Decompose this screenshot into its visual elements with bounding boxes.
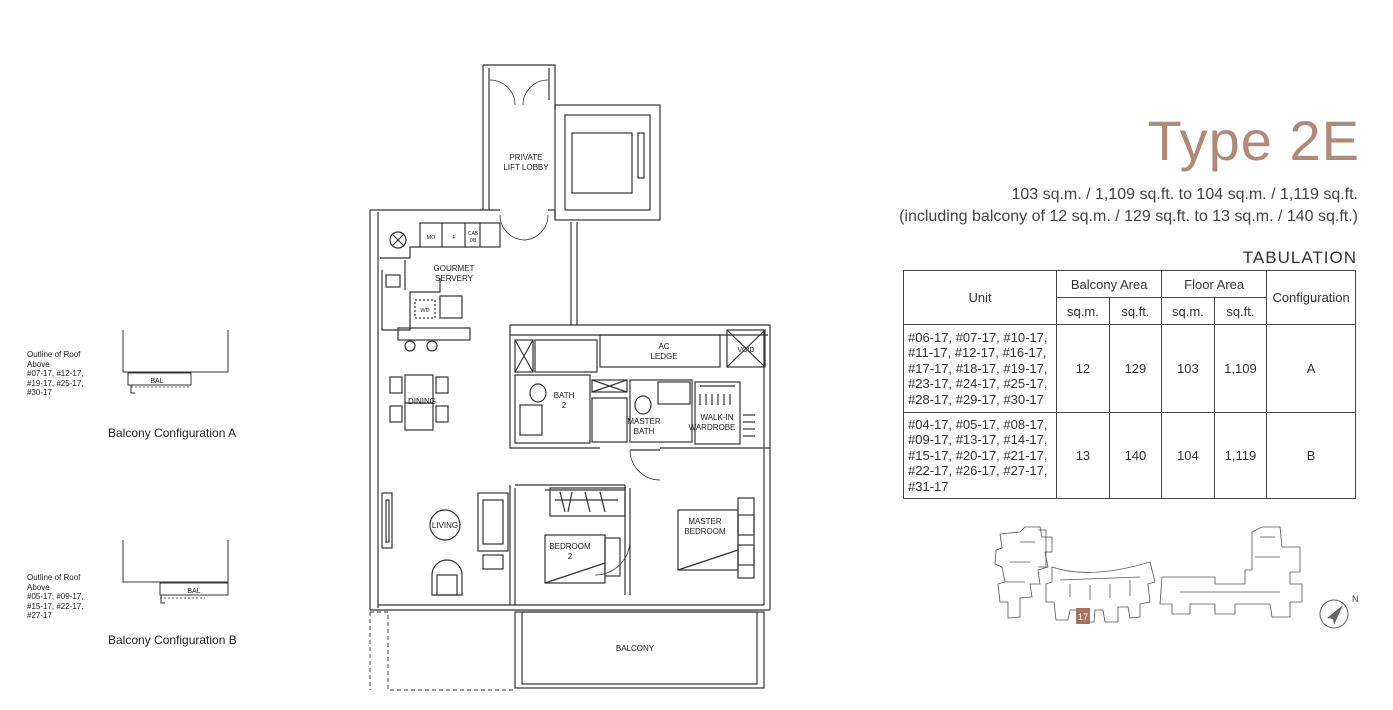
compass-icon [1319,599,1349,629]
master-bedroom-label: BEDROOM [684,527,726,536]
wd-label: WD [420,308,429,314]
bal-label: BAL [150,378,163,385]
outline-text: #27-17 [27,611,52,620]
gourmet-servery-label: SERVERY [435,274,474,283]
bath2-label: BATH [554,391,575,400]
balcony-label: BALCONY [616,644,655,653]
floor-plan: PRIVATE LIFT LOBBY MO F CAB DB GOURMET S… [369,64,771,691]
unit-type-title: Type 2E [1147,109,1360,172]
master-bath-label: BATH [634,427,655,436]
bedroom2-label: 2 [568,552,573,561]
key-plan: 17 N [994,526,1359,629]
col-header-unit: Unit [902,270,1058,325]
bal-label: BAL [187,588,200,595]
floor-sqft-cell: 1,119 [1213,412,1268,499]
outline-text: #15-17, #22-17, [27,601,84,611]
config-a-sketch: BAL [122,330,229,394]
lift-lobby-label: PRIVATE [509,153,542,162]
col-header-floor-sqm: sq.m. [1161,297,1215,325]
balcony-sqm-cell: 13 [1056,412,1110,499]
unit-marker: 17 [1078,612,1088,622]
bath2-label: 2 [562,401,567,410]
col-header-balcony-sqm: sq.m. [1056,297,1110,325]
config-cell: B [1266,412,1356,499]
balcony-sqm-cell: 12 [1056,324,1110,413]
lift-lobby-label: LIFT LOBBY [503,163,549,172]
void-label: VOID [737,347,754,354]
units-cell: #04-17, #05-17, #08-17, #09-17, #13-17, … [902,412,1058,499]
master-bath-label: MASTER [627,417,661,426]
col-header-balcony-area: Balcony Area [1056,270,1163,298]
config-a-caption: Balcony Configuration A [108,426,237,440]
config-b-caption: Balcony Configuration B [108,633,237,647]
mo-label: MO [427,235,437,241]
balcony-area-text: (including balcony of 12 sq.m. / 129 sq.… [899,208,1358,225]
north-label: N [1352,594,1359,604]
f-label: F [452,235,456,241]
ac-ledge-label: LEDGE [650,352,677,361]
master-bedroom-label: MASTER [688,517,722,526]
config-a-outline-note: Outline of Roof Above #07-17, #12-17, #1… [27,350,84,398]
table-row: #06-17, #07-17, #10-17, #11-17, #12-17, … [902,324,1356,413]
gourmet-servery-label: GOURMET [434,264,475,273]
outline-text: Outline of Roof [27,573,81,582]
bedroom2-label: BEDROOM [549,542,591,551]
col-header-floor-area: Floor Area [1161,270,1268,298]
floor-sqm-cell: 104 [1161,412,1215,499]
outline-text: #19-17, #25-17, [27,378,84,388]
col-header-floor-sqft: sq.ft. [1213,297,1268,325]
db-label: DB [470,238,478,244]
outline-text: Above [27,582,50,592]
ac-ledge-label: AC [658,342,669,351]
cab-label: CAB [468,231,479,237]
living-label: LIVING [432,521,458,530]
floor-sqm-cell: 103 [1161,324,1215,413]
unit-highlight [1076,608,1090,624]
floor-sqft-cell: 1,109 [1213,324,1268,413]
balcony-sqft-cell: 129 [1108,324,1163,413]
balcony-sqft-cell: 140 [1108,412,1163,499]
config-cell: A [1266,324,1356,413]
units-cell: #06-17, #07-17, #10-17, #11-17, #12-17, … [902,324,1058,413]
north-arrow-icon [1327,605,1343,625]
outline-text: Above [27,359,50,369]
outline-text: #07-17, #12-17, [27,369,84,378]
tabulation-label: TABULATION [1242,248,1357,267]
config-b-outline-note: Outline of Roof Above #05-17, #09-17, #1… [27,573,84,621]
outline-text: #05-17, #09-17, [27,592,84,601]
table-row: #04-17, #05-17, #08-17, #09-17, #13-17, … [902,412,1356,499]
walk-in-wardrobe-label: WARDROBE [689,423,736,432]
config-b-sketch: BAL [122,540,229,604]
walk-in-wardrobe-label: WALK-IN [700,413,733,422]
outline-text: Outline of Roof [27,350,81,359]
tabulation-table: Unit Balcony Area Floor Area Configurati… [902,270,1356,499]
area-range-text: 103 sq.m. / 1,109 sq.ft. to 104 sq.m. / … [1011,186,1358,203]
col-header-balcony-sqft: sq.ft. [1108,297,1163,325]
outline-text: #30-17 [27,388,52,397]
dining-label: DINING [408,397,436,406]
col-header-configuration: Configuration [1266,270,1356,325]
